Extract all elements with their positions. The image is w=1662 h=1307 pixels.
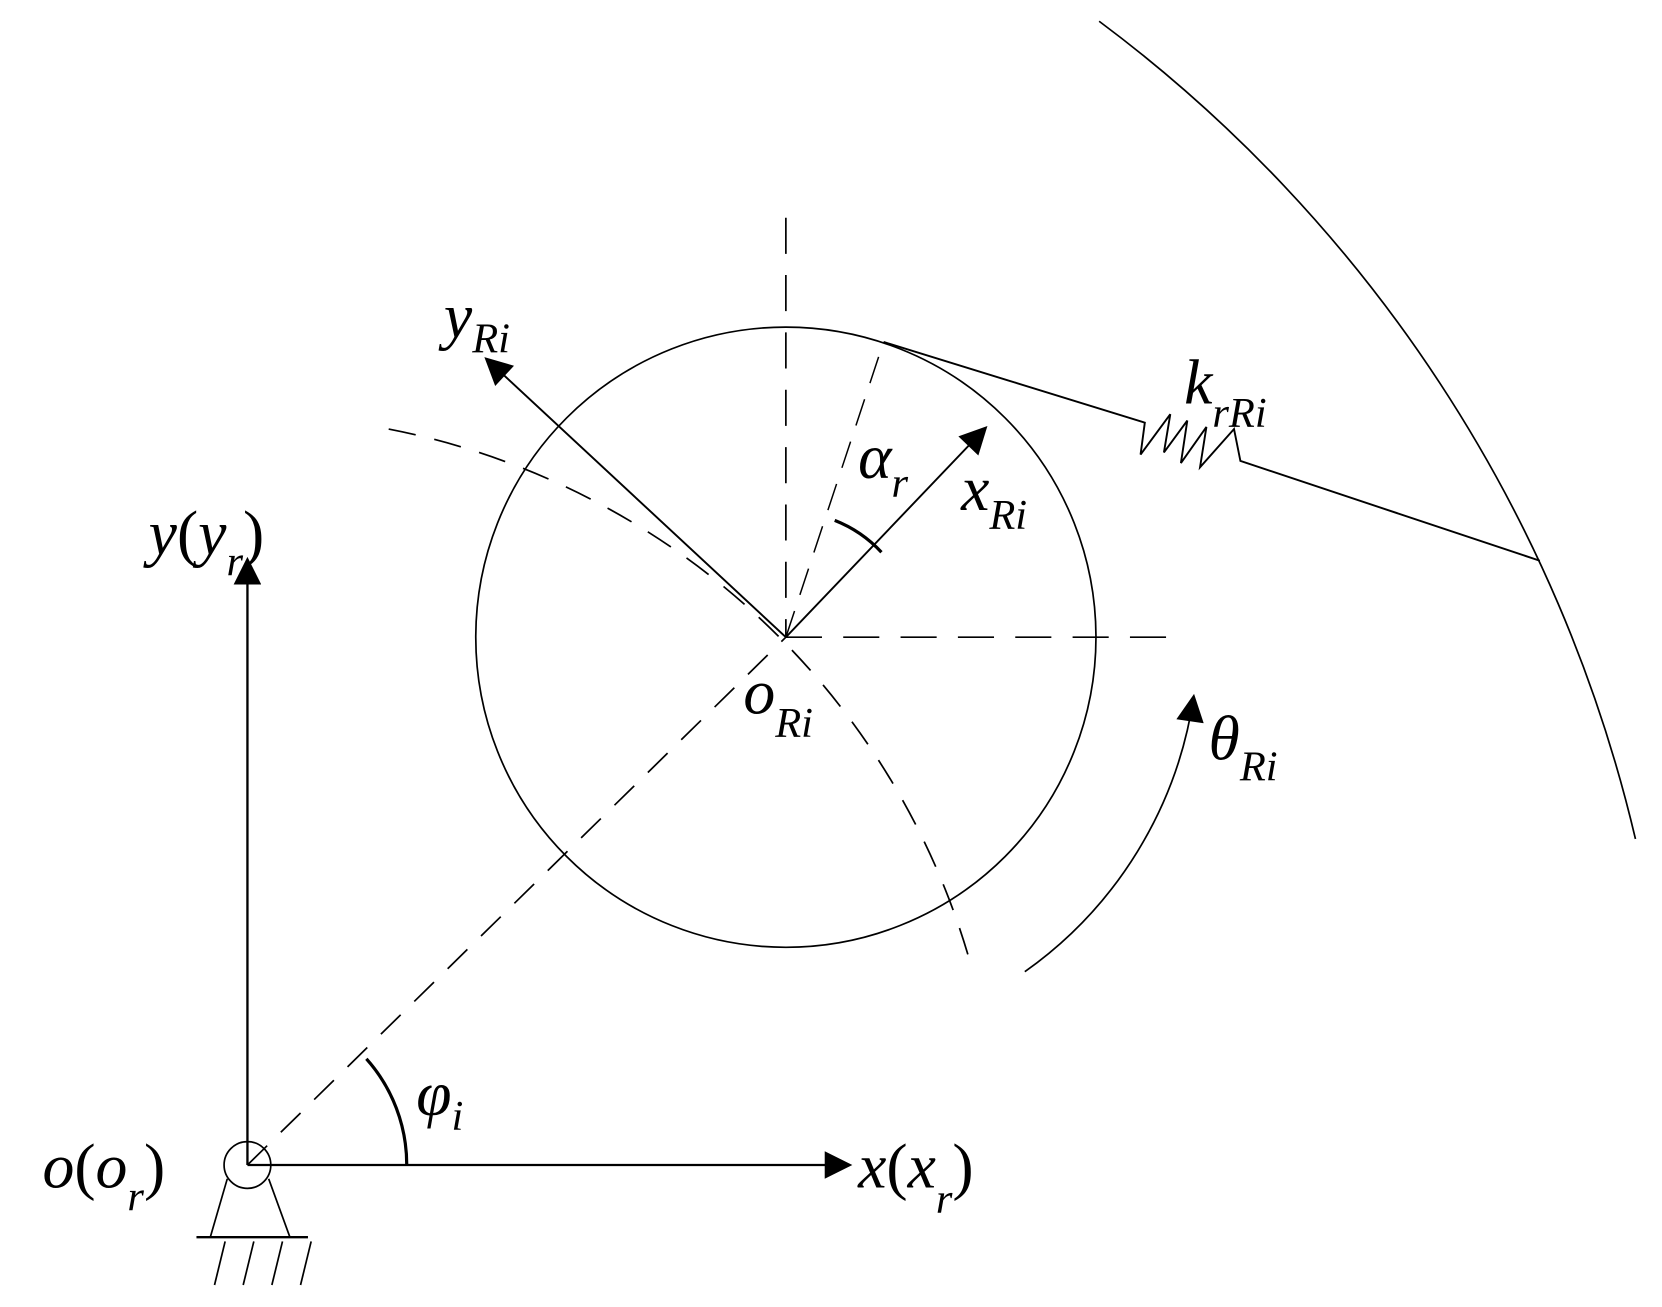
alpha-label: αr	[858, 421, 908, 507]
outer-ring-arc	[1098, 20, 1637, 840]
local-x-axis-arrow	[785, 425, 988, 638]
x-ri-label: xRi	[960, 453, 1027, 539]
local-y-axis-arrow	[484, 357, 787, 638]
alpha-angle-arc	[834, 518, 883, 554]
dashed-orbit-arc	[388, 428, 974, 972]
theta-label: θRi	[1209, 702, 1278, 790]
roller-circle	[474, 326, 1097, 949]
o-ri-label: oRi	[743, 657, 813, 747]
contact-angle-dashed-line	[785, 341, 885, 638]
dashed-radius-line	[246, 636, 787, 1166]
phi-angle-arc	[365, 1057, 409, 1166]
phi-label: φi	[416, 1058, 463, 1140]
y-axis-label: y(yr)	[143, 497, 265, 585]
spring-element	[883, 341, 1541, 562]
x-axis-label: x(xr)	[857, 1130, 974, 1222]
fixed-pivot-support	[196, 1140, 312, 1286]
origin-label: o(or)	[42, 1130, 165, 1220]
rotation-theta-arrow	[1024, 693, 1204, 973]
y-ri-label: yRi	[438, 281, 510, 363]
spring-label: krRi	[1184, 347, 1267, 437]
